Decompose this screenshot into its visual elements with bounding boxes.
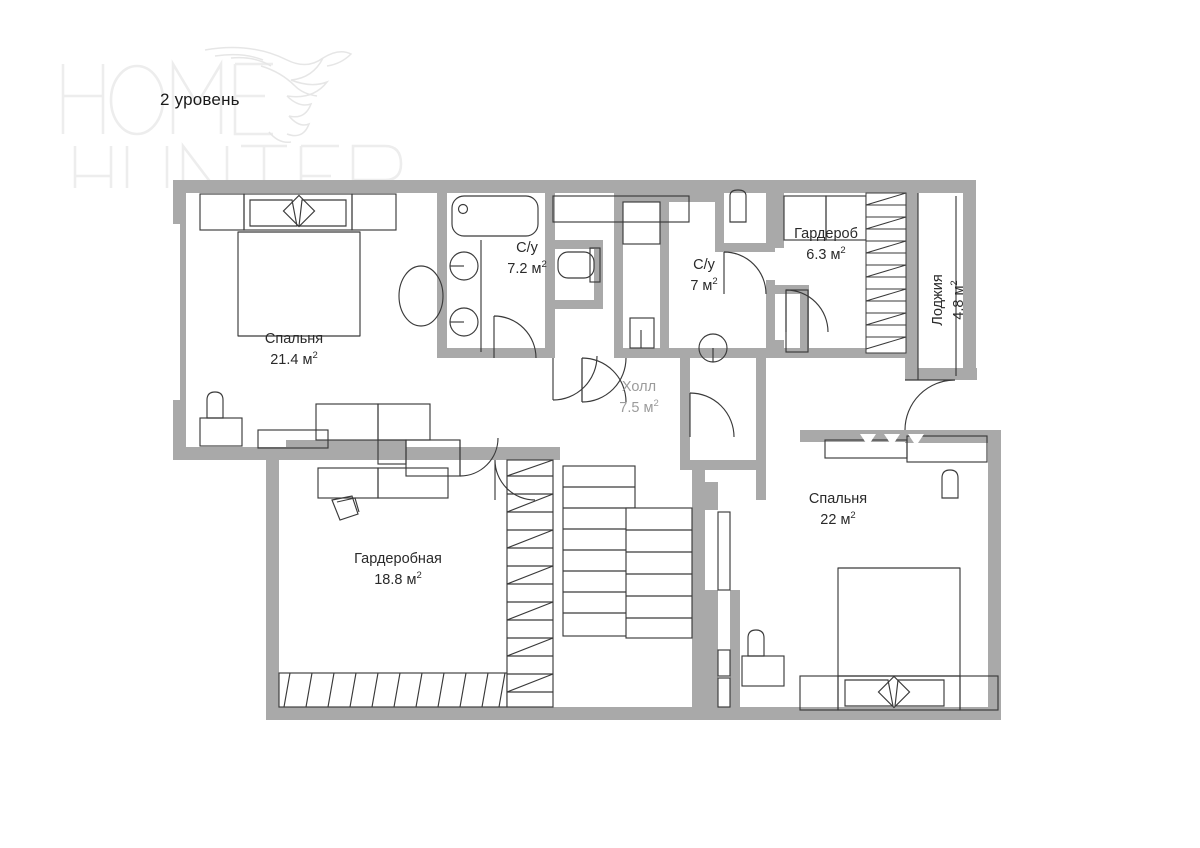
- room-area: 7 м2: [690, 275, 718, 294]
- room-name: Гардеробная: [354, 551, 442, 568]
- headboard: [243, 193, 353, 231]
- room-area: 4.8 м2: [948, 280, 967, 320]
- room-label-bedroom-left: Спальня 21.4 м2: [265, 330, 323, 370]
- shelf-dress-b: [377, 467, 449, 499]
- door-hall-b: [689, 392, 735, 438]
- closet-hatch-bottom: [278, 672, 508, 708]
- shelf-right-b: [906, 435, 988, 463]
- niche-a: [717, 511, 731, 591]
- room-name: С/у: [516, 240, 538, 257]
- armchair-oval: [398, 265, 444, 327]
- shaft-box: [622, 201, 661, 245]
- toilet-bath2: [729, 189, 747, 223]
- door-bathroom-main: [493, 315, 537, 359]
- toilet-right-top: [941, 469, 959, 499]
- level-title: 2 уровень: [160, 90, 240, 109]
- room-area: 6.3 м2: [806, 244, 846, 263]
- nightstand-left: [199, 193, 245, 231]
- cabinet-b: [377, 403, 431, 441]
- bed-right: [837, 567, 961, 677]
- cushion-diamond-right: [877, 675, 911, 709]
- niche-b: [717, 649, 731, 677]
- pillow-left: [249, 199, 298, 227]
- cabinet-d: [377, 439, 407, 465]
- shelf-dress-a: [317, 467, 379, 499]
- threshold-marks: [860, 434, 924, 446]
- room-name: Гардероб: [794, 226, 858, 243]
- toilet-right-lower: [747, 629, 765, 657]
- room-name: С/у: [693, 257, 715, 274]
- cabinet-a: [315, 403, 379, 441]
- closet-top-center: [552, 195, 690, 223]
- cistern-left: [199, 417, 243, 447]
- room-name: Спальня: [808, 491, 868, 508]
- door-bedroom-left: [552, 355, 598, 401]
- toilet-bath: [557, 251, 595, 279]
- room-area: 22 м2: [820, 509, 856, 528]
- counter-left: [257, 429, 329, 449]
- bathtub: [451, 195, 539, 237]
- cabinet-right-lower: [741, 655, 785, 687]
- stair-hatch-left: [506, 459, 554, 708]
- bathtub-drain: [457, 203, 469, 215]
- nightstand-right: [351, 193, 397, 231]
- dressing-chair: [331, 495, 359, 521]
- door-bathroom-2: [723, 251, 767, 295]
- room-area: 7.5 м2: [619, 397, 659, 416]
- room-label-bathroom-second: С/у 7 м2: [690, 256, 717, 296]
- room-label-dressing-room: Гардеробная 18.8 м2: [354, 550, 442, 590]
- room-area: 18.8 м2: [374, 569, 422, 588]
- staircase-flight-1: [562, 465, 636, 637]
- room-name: Холл: [621, 379, 657, 396]
- pillow-right: [298, 199, 347, 227]
- staircase-flight-2: [625, 507, 693, 639]
- niche-c: [717, 677, 731, 708]
- room-name: Спальня: [264, 331, 324, 348]
- room-label-loggia: Лоджия 4.8 м2: [929, 274, 969, 325]
- cushion-diamond: [282, 194, 316, 228]
- door-loggia: [904, 379, 956, 431]
- room-name: Лоджия: [930, 274, 947, 326]
- walls-layer: [173, 180, 1001, 720]
- nightstand-right-b: [959, 675, 999, 711]
- room-label-wardrobe-small: Гардероб 6.3 м2: [794, 225, 858, 265]
- room-label-bathroom-main: С/у 7.2 м2: [507, 239, 546, 279]
- door-dressing-upper: [459, 437, 499, 477]
- stair-hatch-top: [865, 192, 907, 354]
- toilet-bath-tank: [589, 247, 601, 283]
- shaft-riser: [629, 317, 655, 349]
- room-label-hall: Холл 7.5 м2: [619, 378, 658, 418]
- bed-left: [237, 231, 361, 337]
- door-dressing: [494, 459, 536, 501]
- door-hall-a: [581, 357, 627, 403]
- door-wardrobe: [785, 289, 829, 333]
- room-label-bedroom-right: Спальня 22 м2: [809, 490, 867, 530]
- room-area: 21.4 м2: [270, 349, 318, 368]
- room-area: 7.2 м2: [507, 258, 547, 277]
- nightstand-right-a: [799, 675, 839, 711]
- pillow-right-b: [894, 679, 945, 707]
- toilet-left: [206, 391, 224, 419]
- furniture-layer: [199, 189, 999, 711]
- dressing-chair-back: [336, 497, 360, 513]
